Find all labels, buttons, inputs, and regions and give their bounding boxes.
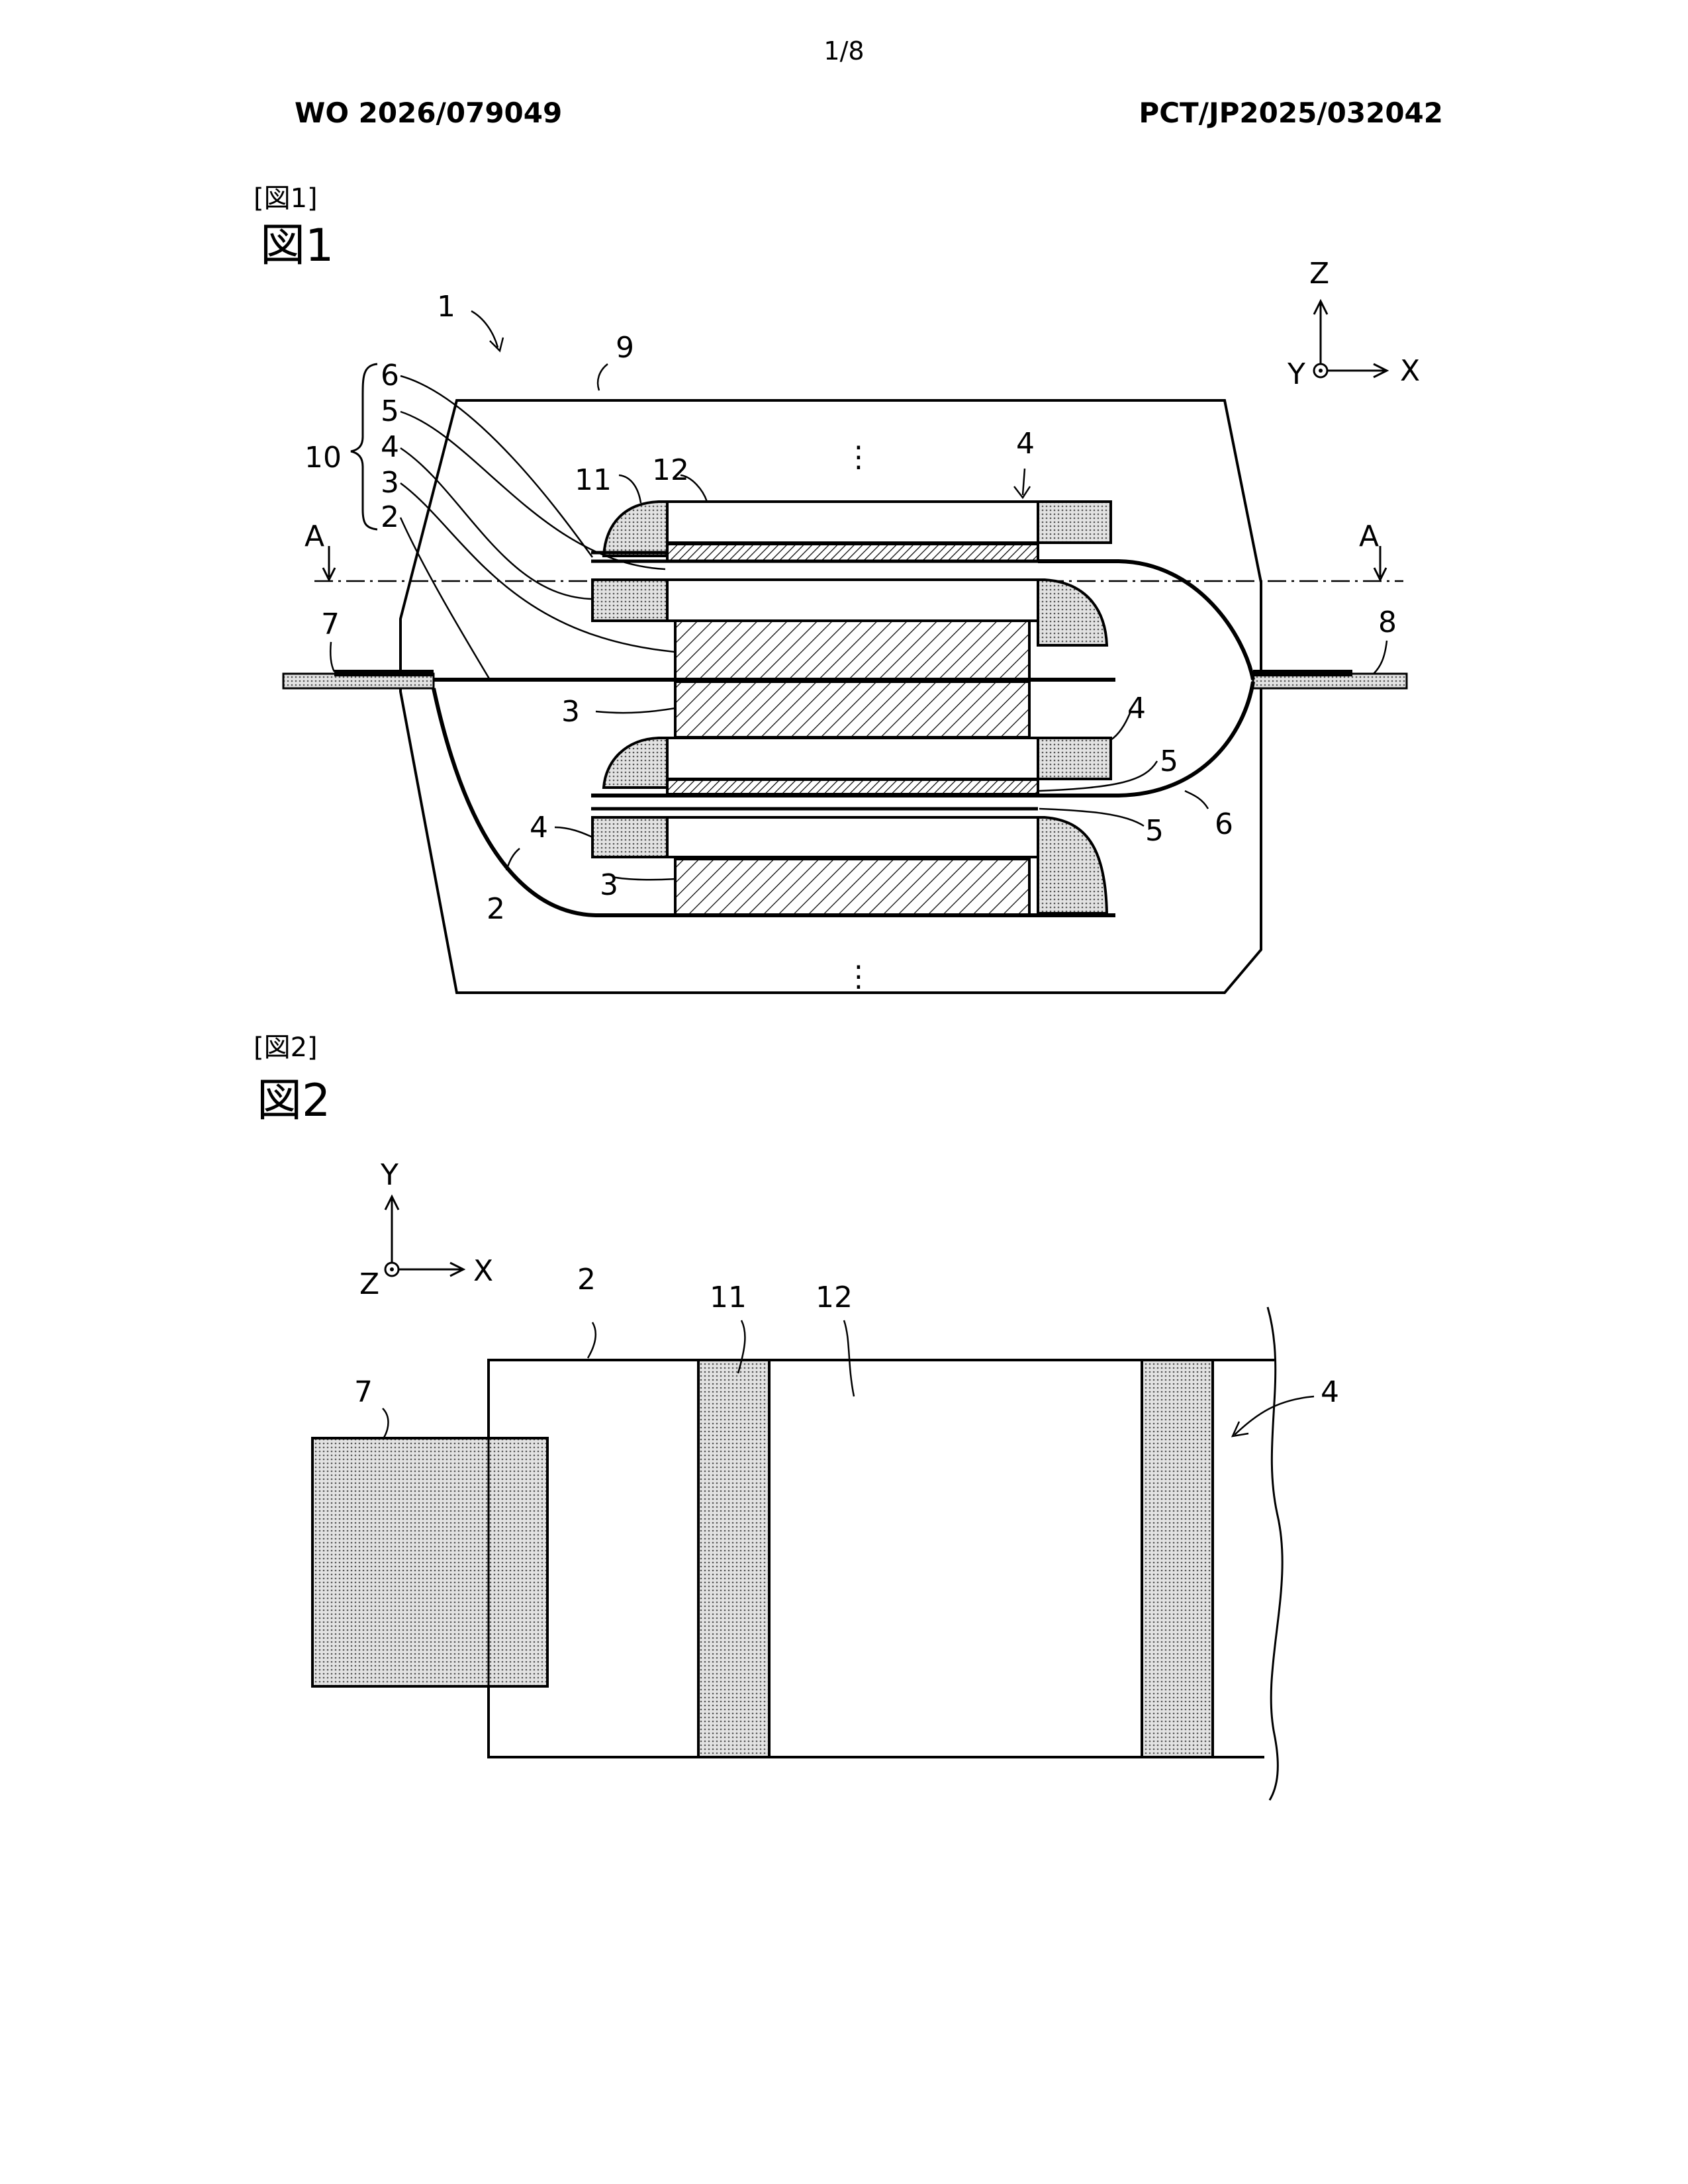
axis-x-fig1: X (1400, 354, 1420, 388)
lead-7-fig2 (312, 1438, 547, 1686)
axis-y-fig1: Y (1287, 357, 1305, 391)
label-section-a-left: A (305, 520, 324, 553)
axis-z-fig2: Z (359, 1267, 379, 1301)
axis-z-fig1: Z (1309, 257, 1329, 291)
label-12-fig2: 12 (816, 1281, 853, 1314)
label-11-fig2: 11 (710, 1281, 747, 1314)
label-5: 5 (381, 394, 399, 428)
axis-x-fig2: X (473, 1254, 493, 1288)
label-battery-1: 1 (437, 290, 455, 324)
label-low-4: 4 (530, 811, 548, 844)
second-electrode-12 (667, 580, 1038, 621)
break-line (1268, 1307, 1282, 1800)
upper-electrode-12 (667, 502, 1038, 543)
lower-electrode-11-right (1038, 738, 1111, 779)
brace-10 (351, 364, 377, 529)
figure2-drawing (312, 1197, 1314, 1800)
upper-electrode-11-bend (604, 502, 667, 556)
label-low-3: 3 (600, 868, 618, 902)
label-4: 4 (381, 430, 399, 464)
label-low-2: 2 (487, 892, 505, 926)
separator-5-upper (667, 544, 1038, 561)
label-12: 12 (652, 453, 689, 487)
label-top-4: 4 (1016, 427, 1035, 461)
label-2: 2 (381, 500, 399, 534)
bottom-electrode-12 (667, 817, 1038, 857)
label-mid-3: 3 (561, 695, 580, 729)
cell-3-lower (675, 859, 1029, 915)
bottom-electrode-bend (1038, 817, 1107, 913)
lead-8-tab (1253, 670, 1352, 676)
axis-y-fig2: Y (380, 1158, 399, 1192)
label-mid-6: 6 (1215, 807, 1233, 841)
label-mid-5b: 5 (1145, 814, 1164, 848)
bottom-electrode-11-left (592, 817, 667, 857)
second-electrode-bend (1038, 580, 1107, 645)
label-11: 11 (575, 463, 612, 497)
lower-electrode-bend (604, 738, 667, 788)
label-3: 3 (381, 466, 399, 500)
upper-electrode-11-right (1038, 502, 1111, 543)
dots-bottom: ⋮ (844, 960, 873, 993)
figure1-drawing (283, 301, 1407, 993)
dots-top: ⋮ (844, 440, 873, 474)
lower-electrode-12 (667, 738, 1038, 779)
label-mid-4: 4 (1127, 692, 1146, 725)
label-sheet-2-fig2: 2 (577, 1263, 596, 1297)
label-electrode-4-fig2: 4 (1321, 1375, 1339, 1409)
second-electrode-11-left (592, 580, 667, 621)
label-lead-7-fig2: 7 (354, 1375, 373, 1409)
separator-5-lower (667, 780, 1038, 794)
label-section-a-right: A (1359, 520, 1379, 553)
label-6: 6 (381, 359, 399, 392)
label-mid-5a: 5 (1160, 745, 1178, 778)
label-lead-7: 7 (321, 608, 340, 641)
strip-11-left (698, 1360, 769, 1757)
lead-7-tab (334, 670, 434, 676)
cell-3-upper (675, 621, 1029, 679)
strip-11-right (1142, 1360, 1213, 1757)
cell-3-middle (675, 682, 1029, 737)
label-group-10: 10 (305, 441, 342, 475)
label-lead-8: 8 (1378, 606, 1397, 639)
label-exterior-9: 9 (616, 331, 634, 365)
